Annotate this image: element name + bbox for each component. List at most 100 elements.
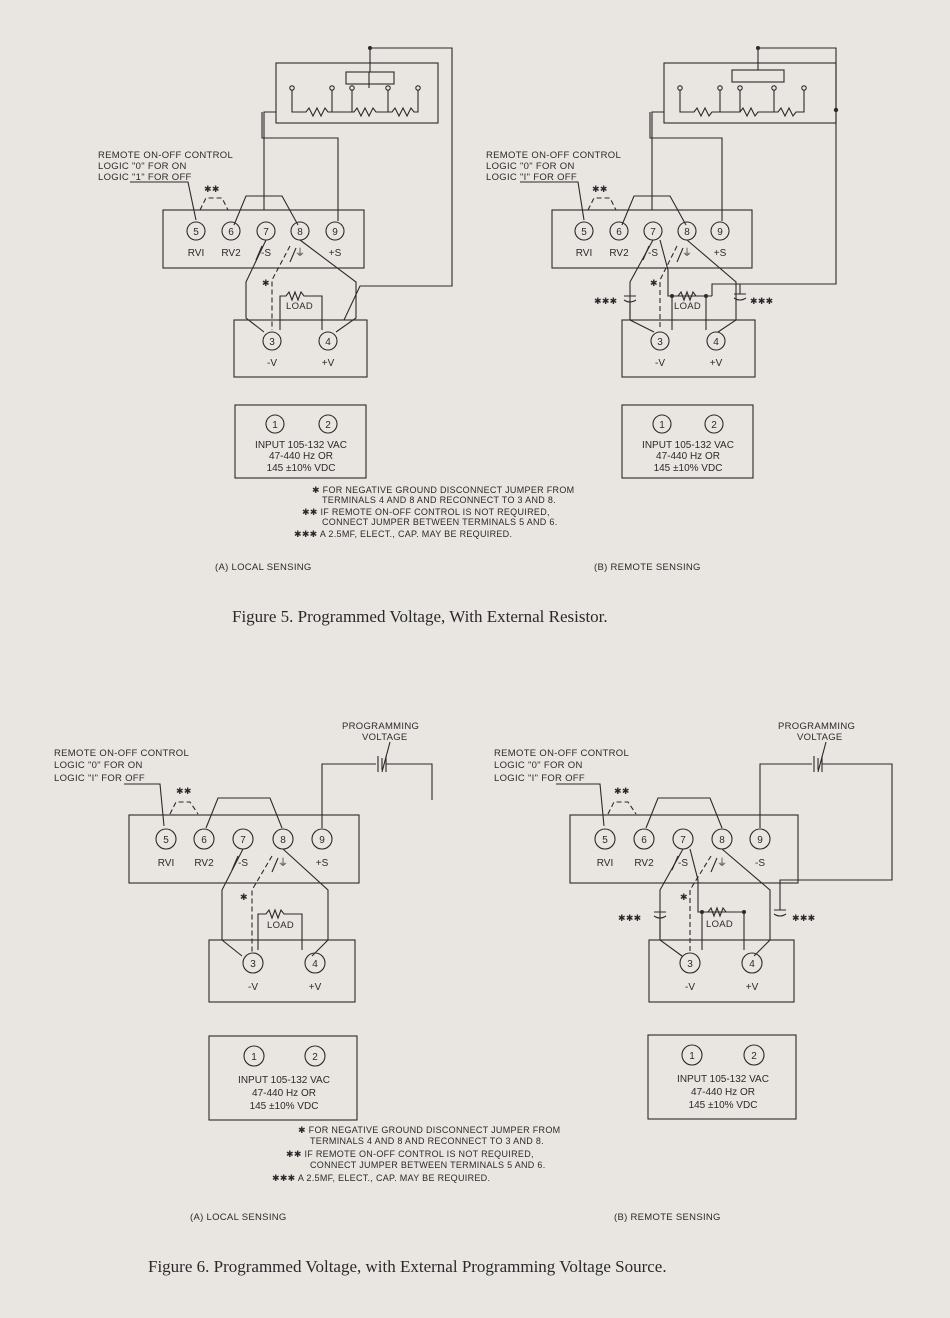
terminal-1 [652, 414, 672, 434]
terminal-9-number: 9 [332, 227, 338, 238]
fig6-notes: ✱ FOR NEGATIVE GROUND DISCONNECT JUMPER … [272, 1125, 560, 1183]
marker-two-star: ✱✱ [614, 786, 630, 796]
sensing-label-b: (B) REMOTE SENSING [614, 1212, 721, 1223]
terminal-8-number: 8 [719, 835, 725, 846]
note-line-5: ✱✱✱ A 2.5MF, ELECT., CAP. MAY BE REQUIRE… [272, 1173, 490, 1183]
terminal-9 [311, 828, 333, 850]
terminal-5 [594, 828, 616, 850]
marker-two-star: ✱✱ [204, 184, 220, 194]
terminal-4 [318, 331, 338, 351]
terminal-6 [609, 221, 629, 241]
terminal-board [162, 209, 365, 269]
output-box [208, 939, 356, 1003]
terminal-7-number: 7 [263, 227, 269, 238]
terminal-1 [265, 414, 285, 434]
terminal-4 [741, 952, 763, 974]
note-line-5: ✱✱✱ A 2.5MF, ELECT., CAP. MAY BE REQUIRE… [294, 529, 512, 539]
terminal-3 [679, 952, 701, 974]
terminal-8-number: 8 [280, 835, 286, 846]
terminal-3-number: 3 [250, 959, 256, 970]
marker-one-star: ✱ [650, 278, 658, 288]
terminal-8-label: ⏚ [278, 857, 288, 869]
marker-three-star: ✱✱✱ [594, 296, 618, 306]
input-line-1: INPUT 105-132 VAC [255, 440, 347, 451]
terminal-6 [193, 828, 215, 850]
input-line-2: 47-440 Hz OR [252, 1088, 316, 1099]
note-line-4: CONNECT JUMPER BETWEEN TERMINALS 5 AND 6… [310, 1160, 546, 1170]
terminal-6-label: RV2 [194, 858, 214, 869]
terminal-8-label: ⏚ [682, 247, 692, 259]
terminal-6 [221, 221, 241, 241]
terminal-4-number: 4 [713, 337, 719, 348]
battery-icon [377, 756, 387, 772]
remote-label-line2: LOGIC "0" FOR ON [54, 760, 143, 771]
fig6-panel-b: PROGRAMMING VOLTAGE REMOTE ON-OFF CONTRO… [494, 721, 893, 1223]
terminal-9-label: -S [755, 858, 765, 869]
terminal-5-label: RVI [597, 858, 614, 869]
terminal-9 [710, 221, 730, 241]
input-box [621, 404, 754, 479]
terminal-6-number: 6 [616, 227, 622, 238]
terminal-4 [304, 952, 326, 974]
external-resistor-box [663, 62, 837, 124]
terminal-2 [743, 1044, 765, 1066]
terminal-9-number: 9 [757, 835, 763, 846]
terminal-5 [155, 828, 177, 850]
fig6-panel-a: PROGRAMMING VOLTAGE REMOTE ON-OFF CONTRO… [54, 721, 433, 1223]
terminal-2-number: 2 [711, 420, 717, 431]
marker-three-star: ✱✱✱ [618, 913, 642, 923]
remote-label-line1: REMOTE ON-OFF CONTROL [54, 748, 189, 759]
terminal-board [569, 814, 799, 884]
programming-voltage-line1: PROGRAMMING [342, 721, 419, 732]
terminal-7-number: 7 [240, 835, 246, 846]
terminal-9 [325, 221, 345, 241]
terminal-5-label: RVI [188, 248, 205, 259]
note-line-2: TERMINALS 4 AND 8 AND RECONNECT TO 3 AND… [310, 1136, 544, 1146]
figure-6: PROGRAMMING VOLTAGE REMOTE ON-OFF CONTRO… [54, 721, 893, 1276]
input-line-2: 47-440 Hz OR [656, 451, 720, 462]
input-line-1: INPUT 105-132 VAC [238, 1075, 330, 1086]
terminal-row: 5 6 7 8 9 RVI RV2 -S ⏚ +S [155, 828, 333, 869]
terminal-5 [186, 221, 206, 241]
marker-three-star: ✱✱✱ [750, 296, 774, 306]
terminal-6-number: 6 [228, 227, 234, 238]
terminal-1-number: 1 [272, 420, 278, 431]
load-label: LOAD [286, 301, 313, 312]
plus-v-label: +V [710, 358, 723, 369]
terminal-3-number: 3 [657, 337, 663, 348]
marker-three-star: ✱✱✱ [792, 913, 816, 923]
terminal-row: 5 6 7 8 9 RVI RV2 -S ⏚ -S [594, 828, 771, 869]
terminal-8-label: ⏚ [295, 247, 305, 259]
fig5-panel-b: REMOTE ON-OFF CONTROL LOGIC "0" FOR ON L… [486, 46, 839, 573]
terminal-9-label: +S [316, 858, 329, 869]
load-label: LOAD [674, 301, 701, 312]
terminal-1-number: 1 [251, 1052, 257, 1063]
terminal-6-label: RV2 [609, 248, 629, 259]
remote-label-line3: LOGIC "I" FOR OFF [486, 172, 577, 183]
resistor-slider [731, 69, 785, 83]
terminal-8-number: 8 [297, 227, 303, 238]
terminal-board [128, 814, 360, 884]
terminal-3-number: 3 [687, 959, 693, 970]
terminal-2 [318, 414, 338, 434]
terminal-2 [304, 1045, 326, 1067]
input-box [647, 1034, 797, 1120]
terminal-3 [650, 331, 670, 351]
programming-voltage-line2: VOLTAGE [797, 732, 843, 743]
minus-v-label: -V [267, 358, 277, 369]
note-line-1: ✱ FOR NEGATIVE GROUND DISCONNECT JUMPER … [298, 1125, 560, 1135]
remote-label-line1: REMOTE ON-OFF CONTROL [486, 150, 621, 161]
note-line-4: CONNECT JUMPER BETWEEN TERMINALS 5 AND 6… [322, 517, 558, 527]
terminal-5-label: RVI [158, 858, 175, 869]
input-line-1: INPUT 105-132 VAC [642, 440, 734, 451]
terminal-9-label: +S [329, 248, 342, 259]
external-resistor-box [275, 62, 439, 124]
fig5-notes: ✱ FOR NEGATIVE GROUND DISCONNECT JUMPER … [294, 485, 574, 539]
terminal-4-number: 4 [312, 959, 318, 970]
terminal-1 [681, 1044, 703, 1066]
load-label: LOAD [267, 920, 294, 931]
remote-label-line1: REMOTE ON-OFF CONTROL [98, 150, 233, 161]
programming-voltage-line1: PROGRAMMING [778, 721, 855, 732]
input-line-3: 145 ±10% VDC [689, 1100, 758, 1111]
